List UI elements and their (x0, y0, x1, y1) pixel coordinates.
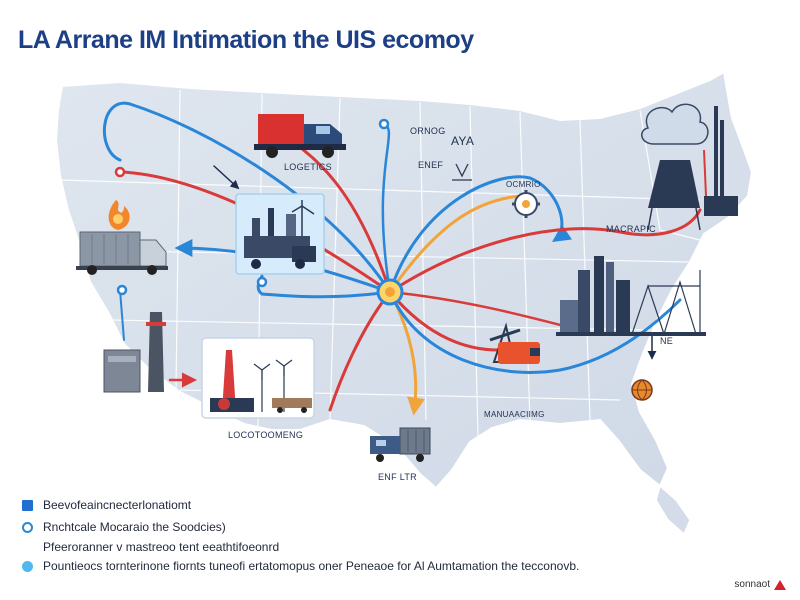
legend-text: Rnchtcale Mocaraio the Soodcies) (43, 520, 226, 534)
legend-item-2: Rnchtcale Mocaraio the Soodcies) (22, 520, 226, 534)
label-logistics: LOGETICS (284, 162, 332, 172)
oil-wind-panel (201, 337, 315, 419)
legend-text: Pfeeroranner v mastreoo tent eeathtifoeo… (43, 540, 280, 554)
legend-blank-icon (22, 542, 33, 553)
page-title: LA Arrane IM Intimation the UIS ecomoy (18, 26, 474, 54)
label-ne: NE (660, 336, 674, 346)
legend-text: Beevofeaincnecterlonatiomt (43, 498, 192, 512)
power-plant-icon (103, 312, 166, 393)
truck-logistics-icon (254, 114, 346, 158)
label-bottom-center: ENF LTR (378, 472, 417, 482)
label-manufacturing-south: MANUAACIIMG (484, 410, 545, 419)
label-aya: AYA (451, 134, 475, 148)
gear-icon (512, 190, 540, 218)
legend-square-icon (22, 499, 33, 511)
label-energy-hub: OCMRIO (506, 180, 541, 189)
factory-panel (235, 193, 325, 275)
legend-item-4: Pountieocs tornterinone fiornts tuneofi … (22, 559, 579, 573)
city-skyline-icon (556, 256, 706, 336)
oil-pump-icon (489, 322, 540, 364)
flow-nodes (114, 118, 390, 296)
truck-freight-icon (76, 231, 168, 275)
legend-text: Pountieocs tornterinone fiornts tuneofi … (43, 559, 580, 573)
label-lower-left: LOCOTOOMENG (228, 430, 304, 440)
truck-delivery-icon (370, 427, 431, 462)
wave-icon (452, 163, 472, 181)
label-manufacturing-east: MACRAPIC (606, 224, 656, 234)
label-ornog: ORNOG (410, 126, 446, 136)
label-energy: ENEF (418, 160, 444, 170)
brand-logo: sonnaot (734, 579, 786, 590)
ne-factory-icon (641, 103, 738, 231)
flame-icon (108, 200, 130, 230)
central-hub (376, 278, 404, 306)
legend-circle-icon (22, 521, 33, 533)
brand-triangle-icon (774, 579, 786, 590)
legend-item-3: Pfeeroranner v mastreoo tent eeathtifoeo… (22, 540, 279, 554)
brand-name: sonnaot (734, 579, 770, 590)
globe-icon (631, 379, 653, 401)
legend-item-1: Beevofeaincnecterlonatiomt (22, 498, 191, 512)
legend-dot-icon (22, 560, 33, 572)
